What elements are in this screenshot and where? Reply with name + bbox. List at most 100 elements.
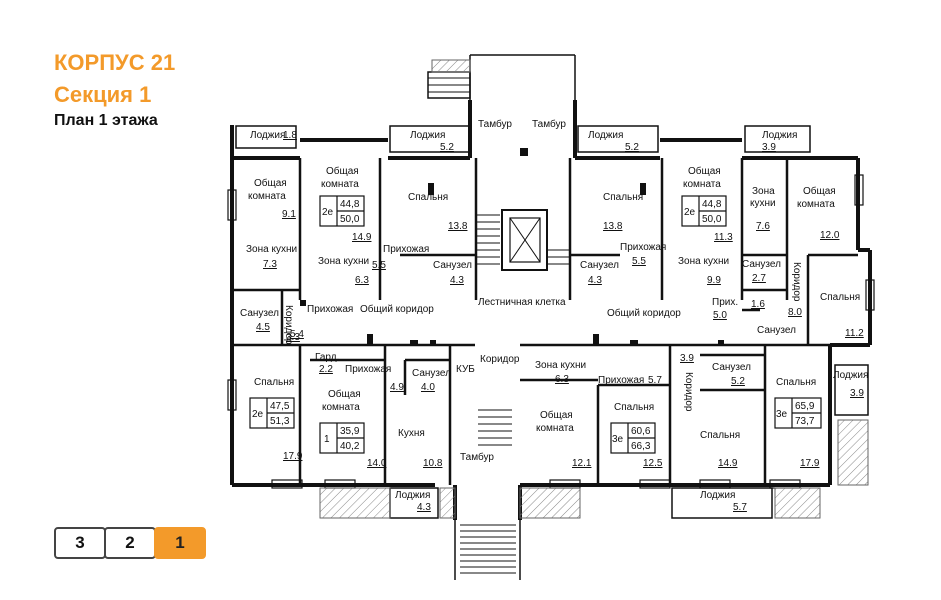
area-label: 4.0 xyxy=(421,382,435,393)
room-label: 1 xyxy=(324,434,330,445)
loggia-label: Лоджия xyxy=(410,130,445,141)
room-labels: Лоджия 1.8 Лоджия 5.2 Лоджия 5.2 Лоджия … xyxy=(240,118,868,513)
room-label: Зона кухни xyxy=(318,256,369,267)
room-label: комната xyxy=(683,179,721,190)
apartment-2e-c: 2е 47,5 51,3 xyxy=(252,401,290,427)
apartment-1: 1 35,9 40,2 xyxy=(324,426,360,452)
room-label: 65,9 xyxy=(795,401,815,412)
area-label: 6.3 xyxy=(555,374,569,385)
area-label: 12.1 xyxy=(572,458,592,469)
area-label: 4.3 xyxy=(417,502,431,513)
room-label: 44,8 xyxy=(702,199,722,210)
room-label: 2е xyxy=(684,207,696,218)
room-label: 44,8 xyxy=(340,199,360,210)
room-label: Коридор xyxy=(480,354,520,365)
room-label: Общая xyxy=(328,388,361,400)
room-label: комната xyxy=(321,179,359,190)
area-label: 12.5 xyxy=(643,458,663,469)
room-label: Прихожая xyxy=(383,244,429,255)
vestibule-label: Тамбур xyxy=(532,118,566,130)
floor-button-2[interactable]: 2 xyxy=(104,527,156,559)
area-label: 5.2 xyxy=(440,142,454,153)
room-label: 73,7 xyxy=(795,416,815,427)
room-label: Санузел xyxy=(742,259,781,270)
area-label: 14.9 xyxy=(718,458,738,469)
room-label: кухни xyxy=(750,198,776,209)
area-label: 3.9 xyxy=(850,388,864,399)
room-label: Лоджия xyxy=(395,490,430,501)
room-label: Санузел xyxy=(580,260,619,271)
room-label: Тамбур xyxy=(460,451,494,463)
room-label: Прихожая xyxy=(598,375,644,386)
area-label: 2.7 xyxy=(752,273,766,284)
area-label: 11.2 xyxy=(845,328,864,339)
apartment-3e-a: 3е 60,6 66,3 xyxy=(612,426,651,452)
room-label: Прихожая xyxy=(620,242,666,253)
room-label: 40,2 xyxy=(340,441,360,452)
room-label: Санузел xyxy=(757,325,796,336)
area-label: 12.0 xyxy=(820,230,840,241)
floor-button-1[interactable]: 1 xyxy=(154,527,206,559)
walls xyxy=(227,54,875,580)
room-label: 60,6 xyxy=(631,426,651,437)
area-label: 11.3 xyxy=(714,232,733,243)
area-label: 3.3 xyxy=(286,332,300,343)
room-label: Спальня xyxy=(614,402,654,413)
room-label: Санузел xyxy=(240,308,279,319)
area-label: 13.8 xyxy=(603,221,623,232)
room-label: Зона кухни xyxy=(678,256,729,267)
room-label: 3е xyxy=(776,409,788,420)
area-label: 5.0 xyxy=(713,310,727,321)
room-label: комната xyxy=(797,199,835,210)
room-label: Коридор xyxy=(683,372,694,412)
room-label: Общая xyxy=(326,165,359,177)
area-label: 7.6 xyxy=(756,221,770,232)
apartment-2e-a: 2е 44,8 50,0 xyxy=(322,199,360,225)
room-label: Коридор xyxy=(283,305,294,345)
room-label: Общая xyxy=(540,409,573,421)
loggia-label: Лоджия xyxy=(762,130,797,141)
floor-plan-title: План 1 этажа xyxy=(54,112,158,129)
area-label: 14.9 xyxy=(352,232,372,243)
area-label: 1.8 xyxy=(283,130,297,141)
stairwell-label: Лестничная клетка xyxy=(478,297,566,308)
room-label: Прихожая xyxy=(345,364,391,375)
area-label: 3.9 xyxy=(680,353,694,364)
room-label: Общий коридор xyxy=(607,307,681,319)
area-label: 4.3 xyxy=(450,275,464,286)
room-label: Прихожая xyxy=(307,304,353,315)
area-label: 5.4 xyxy=(290,329,304,340)
room-label: Спальня xyxy=(776,377,816,388)
area-label: 13.8 xyxy=(448,221,468,232)
vestibule-label: Тамбур xyxy=(478,118,512,130)
area-label: 4.5 xyxy=(256,322,270,333)
room-label: Спальня xyxy=(700,430,740,441)
room-label: Общая xyxy=(688,165,721,177)
area-label: 4.3 xyxy=(588,275,602,286)
room-label: 50,0 xyxy=(340,214,360,225)
area-label: 14.0 xyxy=(367,458,387,469)
room-label: Спальня xyxy=(820,292,860,303)
area-label: 5.7 xyxy=(733,502,747,513)
area-label: 9.9 xyxy=(707,275,721,286)
room-label: Спальня xyxy=(408,192,448,203)
area-label: 17.9 xyxy=(800,458,820,469)
hatched-areas xyxy=(319,59,869,519)
area-label: 4.9 xyxy=(390,382,404,393)
room-label: 66,3 xyxy=(631,441,651,452)
building-title: КОРПУС 21 xyxy=(54,50,176,75)
room-label: Санузел xyxy=(712,362,751,373)
room-label: 2е xyxy=(322,207,334,218)
section-title: Секция 1 xyxy=(54,82,152,107)
room-label: Прих. xyxy=(712,297,738,308)
area-label: 5.5 xyxy=(372,260,386,271)
room-label: 47,5 xyxy=(270,401,290,412)
room-label: Зона кухни xyxy=(246,244,297,255)
apartment-2e-b: 2е 44,8 50,0 xyxy=(684,199,722,225)
room-label: Общий коридор xyxy=(360,303,434,315)
floor-button-3[interactable]: 3 xyxy=(54,527,106,559)
room-label: комната xyxy=(248,191,286,202)
room-label: Зона xyxy=(752,186,775,197)
area-label: 3.9 xyxy=(762,142,776,153)
